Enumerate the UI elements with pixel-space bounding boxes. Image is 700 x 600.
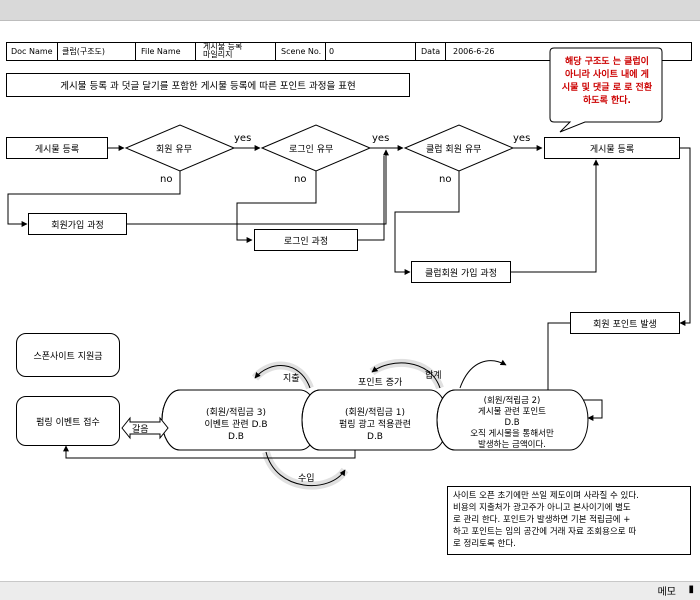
callout-text: 해당 구조도 는 클럽이 아니라 사이트 내에 게 시물 및 댓글 로 로 전환… bbox=[556, 56, 658, 108]
scene-no-value: 0 bbox=[329, 47, 335, 56]
no-label-3: no bbox=[439, 174, 452, 185]
data-label: Data bbox=[421, 47, 441, 56]
callout-line-3: 시물 및 댓글 로 로 전환 bbox=[561, 83, 653, 93]
doc-name-value: 클럽(구조도) bbox=[62, 47, 106, 56]
cylinder-1-text: (회원/적립금 1) 펌링 광고 적용관련 D.B bbox=[310, 407, 440, 443]
memo-button[interactable]: 메모 bbox=[657, 587, 676, 598]
decision-login-label: 로그인 유무 bbox=[289, 145, 334, 155]
note-line-2: 비용의 지출처가 광고주가 아니고 본사이기에 별도 bbox=[453, 503, 631, 513]
status-bar: 메모 ▮ bbox=[0, 581, 700, 600]
callout-line-1: 해당 구조도 는 클럽이 bbox=[565, 57, 649, 67]
callout-line-2: 아니라 사이트 내에 게 bbox=[565, 70, 649, 80]
no-label-1: no bbox=[160, 174, 173, 185]
club-signup-box: 클럽회원 가입 과정 bbox=[411, 261, 511, 283]
cylinder-2-line-2: 게시물 관련 포인트 bbox=[478, 407, 546, 417]
data-value: 2006-6-26 bbox=[453, 47, 495, 56]
event-entry-box: 펌링 이벤트 접수 bbox=[16, 396, 120, 446]
no-label-2: no bbox=[294, 174, 307, 185]
file-name-value: 게시물 등록 마일리지 bbox=[203, 43, 242, 60]
scene-no-label: Scene No. bbox=[281, 47, 322, 56]
yes-label-3: yes bbox=[513, 133, 531, 144]
document-header: Doc Name 클럽(구조도) File Name 게시물 등록 마일리지 S… bbox=[6, 42, 692, 61]
note-line-4: 하고 포인트는 임의 공간에 거래 자료 조회용으로 따 bbox=[453, 527, 637, 537]
file-name-value-line1: 게시물 등록 bbox=[203, 42, 243, 51]
member-point-box: 회원 포인트 발생 bbox=[570, 312, 680, 334]
panel-icon[interactable]: ▮ bbox=[688, 584, 694, 595]
yes-label-2: yes bbox=[372, 133, 390, 144]
cylinder-2-line-3: D.B bbox=[504, 418, 520, 428]
in-label: 수입 bbox=[298, 474, 315, 484]
out-label: 지출 bbox=[283, 374, 300, 384]
cylinder-2-text: (회원/적립금 2) 게시물 관련 포인트 D.B 오직 게시물을 통해서만 발… bbox=[450, 396, 574, 451]
cylinder-3-line-2: 이벤트 관련 D.B bbox=[204, 420, 268, 430]
exchange-double-arrow bbox=[121, 416, 169, 440]
note-line-1: 사이트 오픈 초기에만 쓰일 제도이며 사라질 수 있다. bbox=[453, 491, 639, 501]
cylinder-1-line-3: D.B bbox=[367, 432, 383, 442]
signup-box: 회원가입 과정 bbox=[28, 213, 127, 235]
doc-name-label: Doc Name bbox=[11, 47, 53, 56]
sum-label: 합계 bbox=[425, 371, 442, 381]
decision-club-label: 클럽 회원 유무 bbox=[426, 145, 482, 155]
end-post-register-box: 게시물 등록 bbox=[544, 137, 680, 159]
file-name-value-line2: 마일리지 bbox=[203, 50, 233, 59]
cylinder-2 bbox=[436, 389, 589, 451]
cylinder-1-line-1: (회원/적립금 1) bbox=[344, 408, 406, 418]
cylinder-3-text: (회원/적립금 3) 이벤트 관련 D.B D.B bbox=[174, 407, 298, 443]
cylinder-1-line-2: 펌링 광고 적용관련 bbox=[339, 420, 411, 430]
note-line-3: 로 관리 한다. 포인트가 발생하면 기본 적립금에 + bbox=[453, 515, 631, 525]
start-post-register-box: 게시물 등록 bbox=[6, 137, 108, 159]
note-box: 사이트 오픈 초기에만 쓰일 제도이며 사라질 수 있다. 비용의 지출처가 광… bbox=[447, 486, 691, 555]
cylinder-3-line-3: D.B bbox=[228, 432, 244, 442]
callout-line-4: 하도록 한다. bbox=[583, 96, 631, 106]
callout-bubble bbox=[549, 47, 663, 133]
point-increase-label: 포인트 증가 bbox=[358, 378, 403, 388]
cylinder-2-line-5: 발생하는 금액이다. bbox=[478, 440, 546, 450]
cylinder-2-line-4: 오직 게시물을 통해서만 bbox=[470, 429, 554, 439]
file-name-label: File Name bbox=[141, 47, 181, 56]
cylinder-3-line-1: (회원/적립금 3) bbox=[205, 408, 267, 418]
login-box: 로그인 과정 bbox=[254, 229, 358, 251]
decision-member-label: 회원 유무 bbox=[156, 145, 192, 155]
note-line-5: 로 정리토록 한다. bbox=[453, 539, 516, 549]
sponsor-fund-box: 스폰사이트 지원금 bbox=[16, 333, 120, 377]
window-top-bar bbox=[0, 0, 700, 21]
yes-label-1: yes bbox=[234, 133, 252, 144]
exchange-label: 갈음 bbox=[132, 425, 149, 435]
cylinder-2-line-1: (회원/적립금 2) bbox=[483, 396, 541, 406]
description-box: 게시물 등록 과 덧글 달기를 포함한 게시물 등록에 따른 포인트 과정을 표… bbox=[6, 73, 410, 97]
